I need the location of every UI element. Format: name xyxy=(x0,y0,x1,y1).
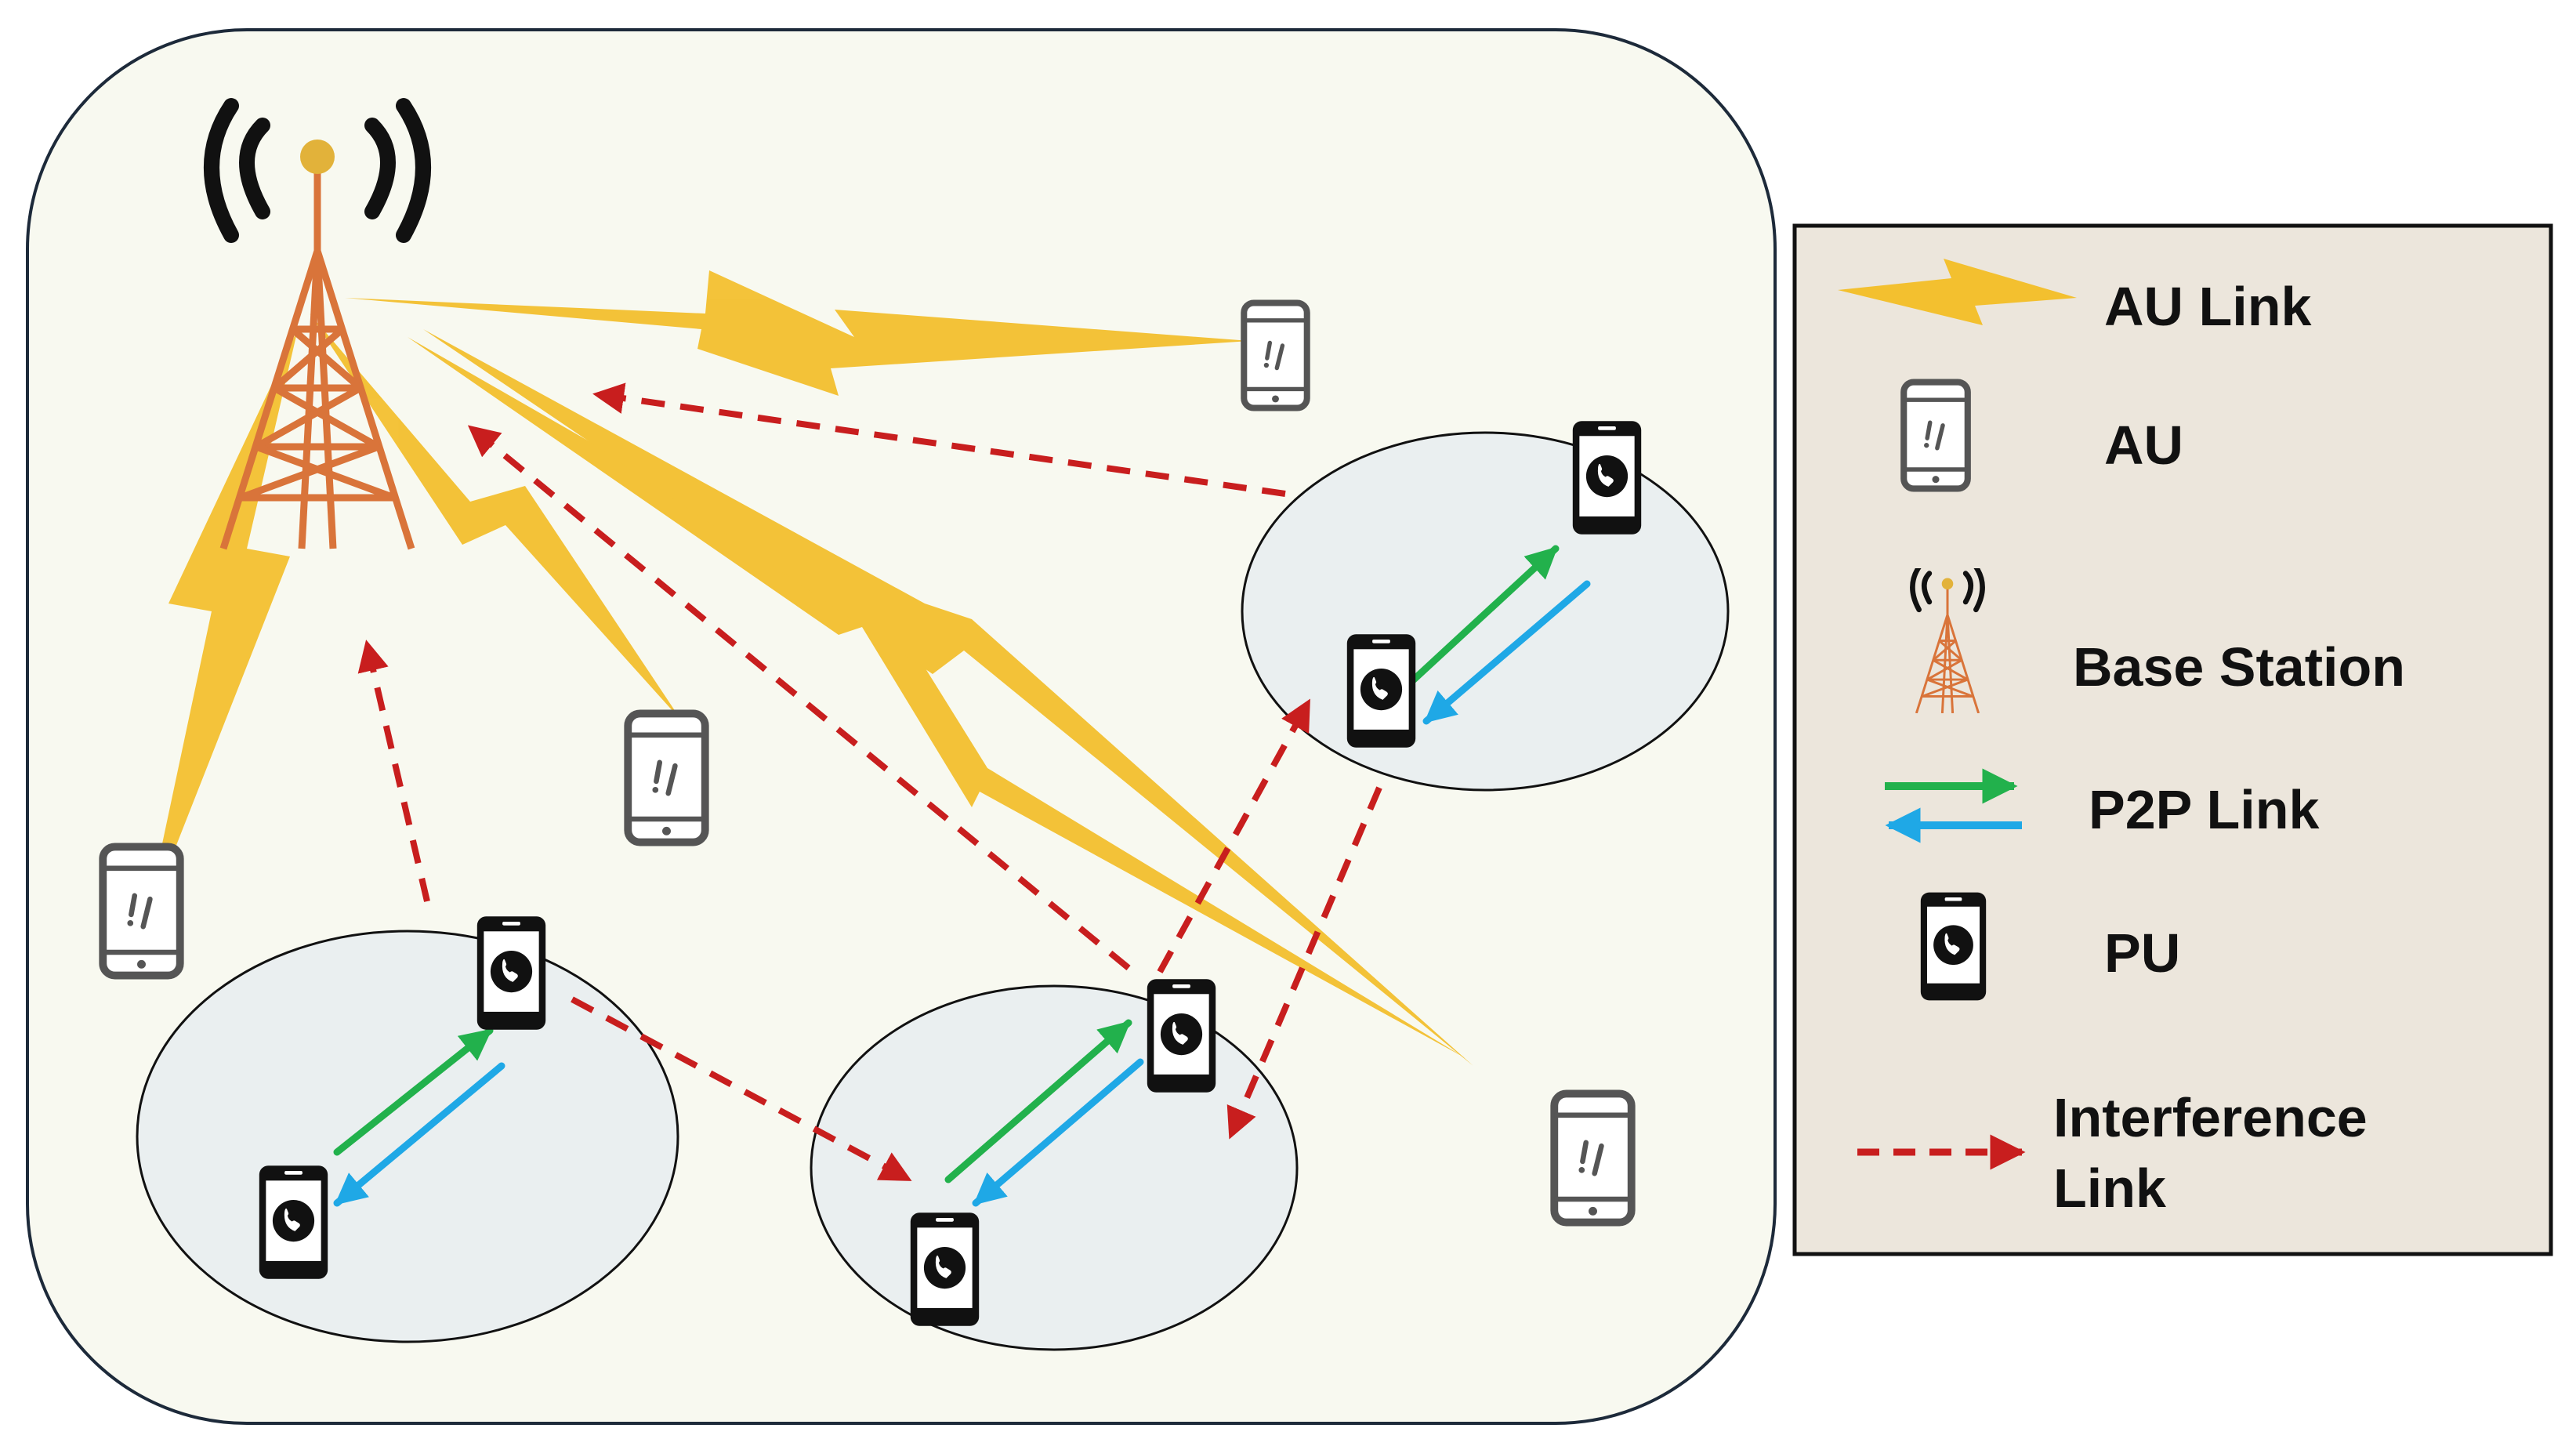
tablet-phone-icon xyxy=(628,713,705,842)
p2p-forward-link xyxy=(333,1027,494,1156)
interference-link xyxy=(357,640,430,902)
p2p-reverse-link xyxy=(1422,580,1591,725)
phone-call-icon xyxy=(1346,634,1416,748)
legend-interference-label-line2: Link xyxy=(2053,1158,2166,1219)
tablet-phone-icon xyxy=(1904,382,1968,489)
au-link-left-phone xyxy=(145,329,298,925)
phone-call-icon xyxy=(1920,892,1987,1001)
interference-link xyxy=(571,996,912,1183)
interference-link xyxy=(467,424,1131,971)
interference-links xyxy=(357,382,1382,1183)
phone-call-icon xyxy=(259,1165,328,1279)
legend-p2p-link-label: P2P Link xyxy=(2089,779,2319,840)
interference-link xyxy=(1226,786,1382,1140)
au-link-middle-phone xyxy=(310,314,682,721)
p2p-reverse-link xyxy=(333,1062,505,1207)
au-link-center xyxy=(408,337,1466,1058)
interference-link xyxy=(1157,698,1312,973)
p2p-forward-link xyxy=(944,1019,1132,1183)
legend-interference-label-line1: Interference xyxy=(2053,1087,2368,1148)
tablet-phone-icon xyxy=(103,846,179,975)
legend-au-label: AU xyxy=(2104,415,2183,476)
legend-pu-label: PU xyxy=(2104,922,2180,984)
p2p-forward-link xyxy=(1399,545,1560,694)
phone-call-icon xyxy=(910,1212,980,1326)
legend: AU Link AU Base Station P2P Link PU Inte… xyxy=(1792,223,2553,1256)
legend-au-link-label: AU Link xyxy=(2104,276,2312,337)
tablet-phone-icon xyxy=(1244,303,1306,408)
p2p-links xyxy=(333,545,1591,1207)
phone-call-icon xyxy=(1572,421,1642,535)
phone-call-icon xyxy=(476,916,546,1030)
p2p-reverse-link xyxy=(972,1058,1144,1207)
legend-base-station-label: Base Station xyxy=(2073,636,2405,698)
au-link-top xyxy=(345,270,1250,396)
au-links xyxy=(145,270,1473,1066)
cluster-bottom-left xyxy=(136,930,679,1343)
tablet-phone-icon xyxy=(1554,1093,1631,1222)
au-link-legend-icon xyxy=(1838,259,2077,325)
phone-call-icon xyxy=(1147,979,1216,1093)
